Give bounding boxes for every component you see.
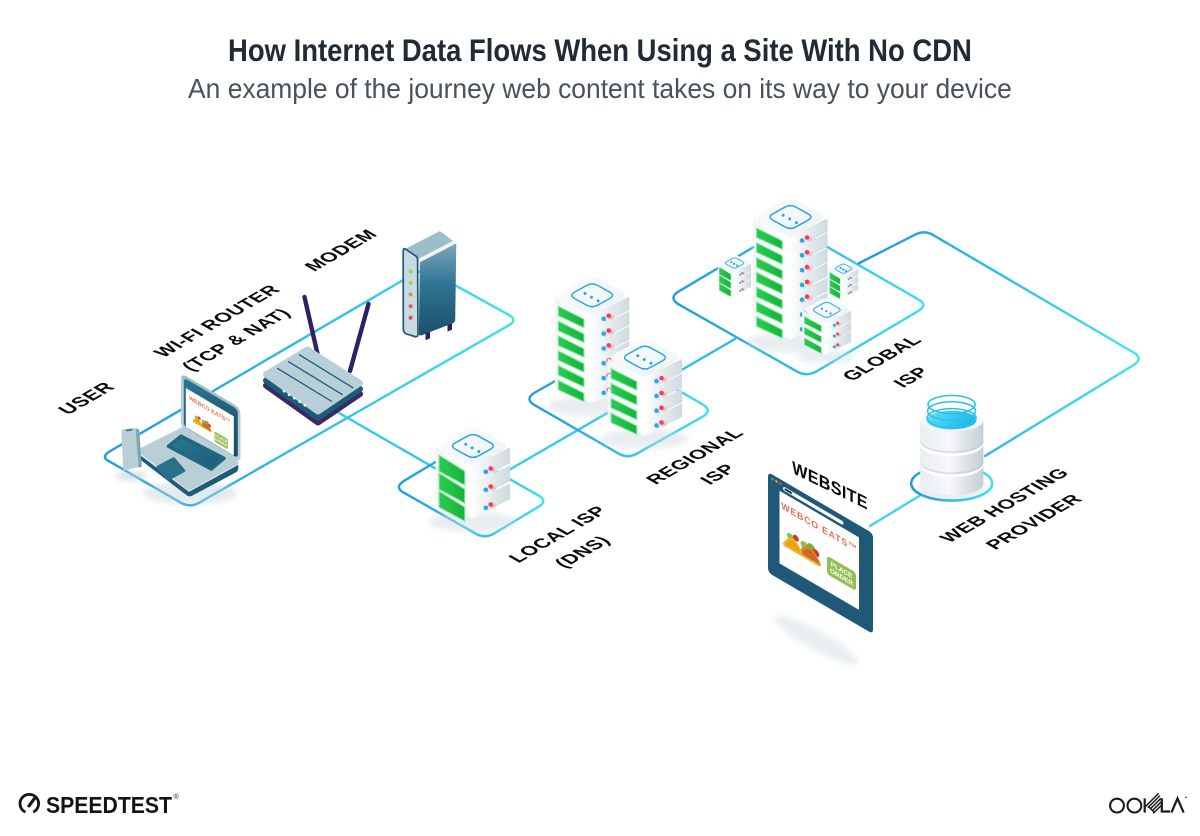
svg-text:ISP: ISP bbox=[695, 461, 741, 487]
svg-text:PLACE: PLACE bbox=[215, 433, 227, 444]
svg-text:MODEM: MODEM bbox=[299, 226, 381, 274]
svg-text:®: ® bbox=[174, 793, 180, 801]
svg-text:ORDER: ORDER bbox=[215, 437, 228, 448]
svg-text:How Internet Data Flows When U: How Internet Data Flows When Using a Sit… bbox=[228, 34, 972, 68]
svg-text:USER: USER bbox=[54, 380, 120, 418]
svg-text:SPEEDTEST: SPEEDTEST bbox=[46, 792, 173, 818]
svg-text:An example of the journey web: An example of the journey web content ta… bbox=[188, 72, 1012, 104]
svg-text:ISP: ISP bbox=[888, 364, 934, 390]
